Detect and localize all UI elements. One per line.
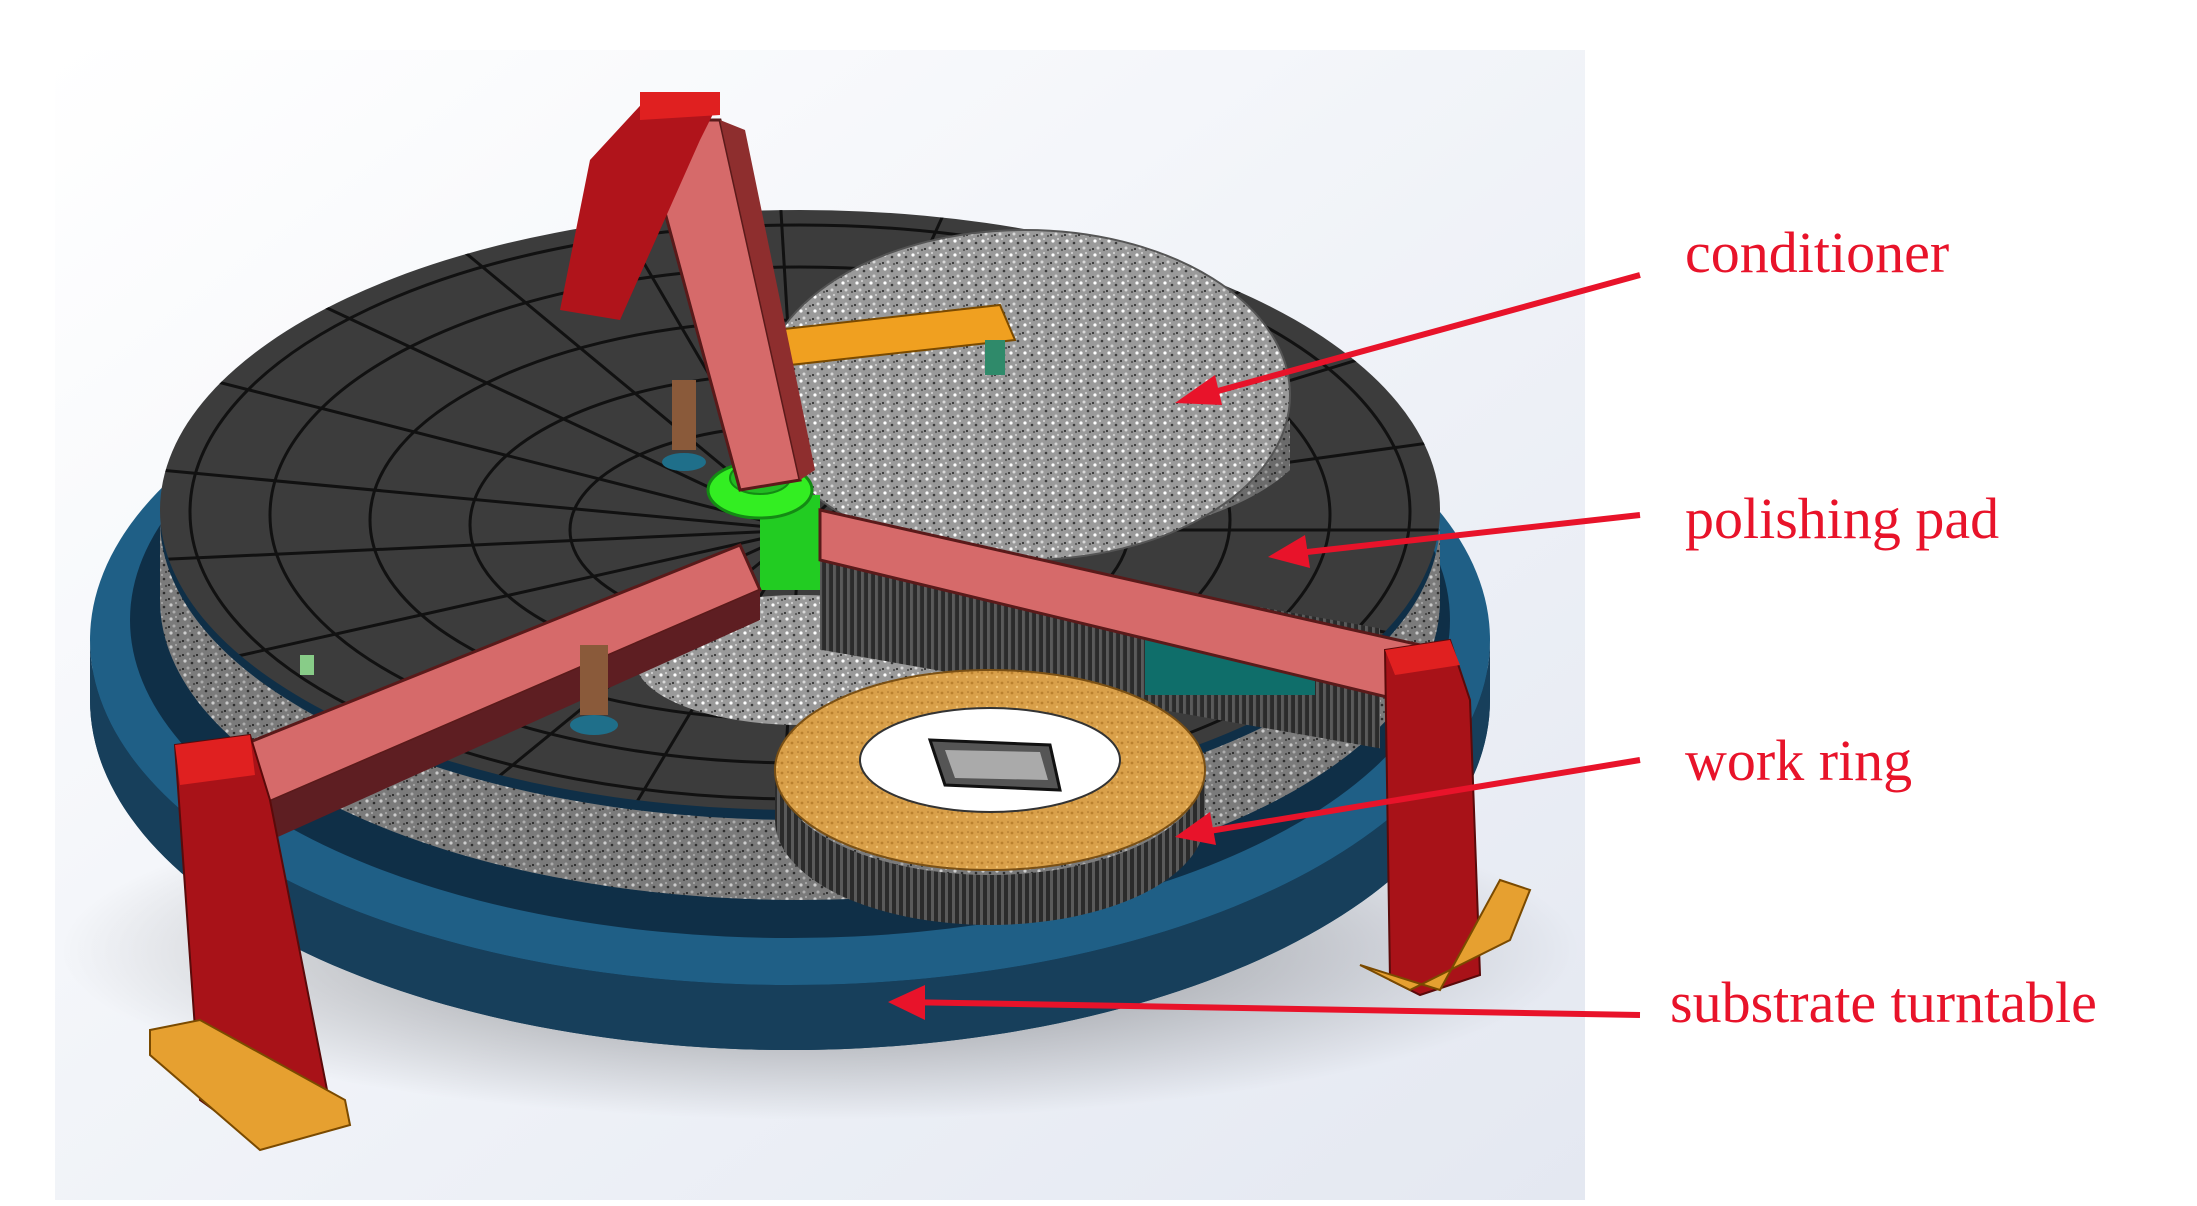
fixture-top [662, 380, 706, 471]
fixture-small-green [300, 655, 314, 675]
pillar-top [560, 92, 720, 320]
fixture-left [570, 645, 618, 735]
arrowhead-substrate-turntable [888, 985, 925, 1020]
arrowhead-conditioner [1175, 375, 1222, 405]
label-substrate-turntable: substrate turntable [1670, 970, 2097, 1035]
arrow-work-ring [1184, 757, 1641, 838]
arrow-substrate-turntable [899, 999, 1641, 1018]
callout-arrows [888, 272, 1641, 1020]
conditioner [759, 229, 1291, 561]
label-conditioner: conditioner [1685, 220, 1949, 285]
arrowhead-work-ring [1175, 812, 1216, 845]
label-polishing-pad: polishing pad [1685, 486, 1999, 551]
pillar-left [149, 733, 352, 1152]
arrowhead-polishing-pad [1268, 535, 1310, 568]
workpiece-holder [927, 738, 1062, 792]
work-ring [774, 669, 1206, 925]
pillar-right [1359, 638, 1532, 997]
label-work-ring: work ring [1685, 728, 1912, 793]
arrow-polishing-pad [1279, 512, 1641, 558]
arrow-conditioner [1184, 272, 1641, 403]
